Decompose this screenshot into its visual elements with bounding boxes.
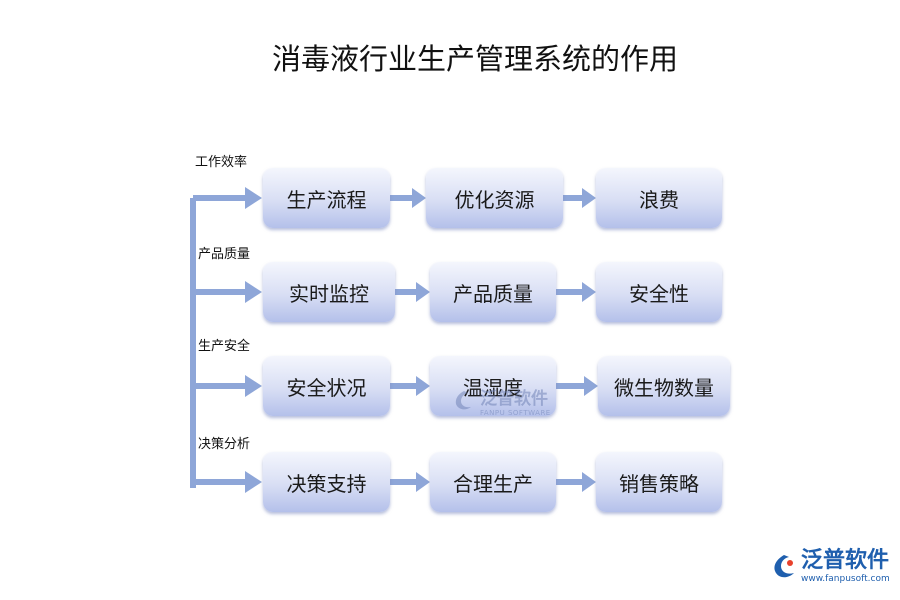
watermark-sub: FANPU SOFTWARE: [480, 409, 551, 417]
box-optimize-resources: 优化资源: [426, 168, 563, 228]
box-production-process: 生产流程: [263, 168, 390, 228]
row-label-decision: 决策分析: [198, 437, 251, 452]
trunk-line: [190, 198, 196, 488]
row-label-safety: 生产安全: [198, 339, 251, 354]
brand-logo-icon: [774, 555, 794, 578]
brand-logo: 泛普软件 www.fanpusoft.com: [770, 550, 890, 584]
row1-arrow-2: [563, 188, 596, 208]
box-decision-support: 决策支持: [263, 452, 390, 512]
row3-arrow-2: [556, 376, 598, 396]
row4-entry-arrow: [193, 471, 262, 493]
row-label-efficiency: 工作效率: [195, 155, 248, 170]
brand-logo-url: www.fanpusoft.com: [801, 574, 890, 584]
row3-entry-arrow: [193, 375, 262, 397]
box-product-quality: 产品质量: [430, 262, 556, 322]
box-safety: 安全性: [596, 262, 722, 322]
brand-logo-name: 泛普软件: [801, 548, 890, 573]
row-label-quality: 产品质量: [198, 247, 251, 262]
row1-arrow-1: [390, 188, 426, 208]
watermark-logo-icon: [455, 390, 471, 409]
box-sales-strategy: 销售策略: [596, 452, 722, 512]
row2-arrow-1: [395, 282, 430, 302]
row1-entry-arrow: [193, 187, 262, 209]
box-waste: 浪费: [596, 168, 722, 228]
row3-arrow-1: [390, 376, 430, 396]
watermark-brand: 泛普软件: [480, 389, 548, 409]
box-safety-status: 安全状况: [263, 356, 390, 416]
row2-entry-arrow: [193, 281, 262, 303]
box-microbe-count: 微生物数量: [598, 356, 730, 416]
row2-arrow-2: [556, 282, 596, 302]
box-rational-production: 合理生产: [430, 452, 556, 512]
row4-arrow-1: [390, 472, 430, 492]
diagram-title: 消毒液行业生产管理系统的作用: [271, 42, 678, 76]
box-temperature-humidity: 温湿度: [430, 356, 556, 416]
row4-arrow-2: [556, 472, 596, 492]
box-realtime-monitoring: 实时监控: [263, 262, 395, 322]
watermark: 泛普软件 FANPU SOFTWARE: [452, 384, 551, 417]
